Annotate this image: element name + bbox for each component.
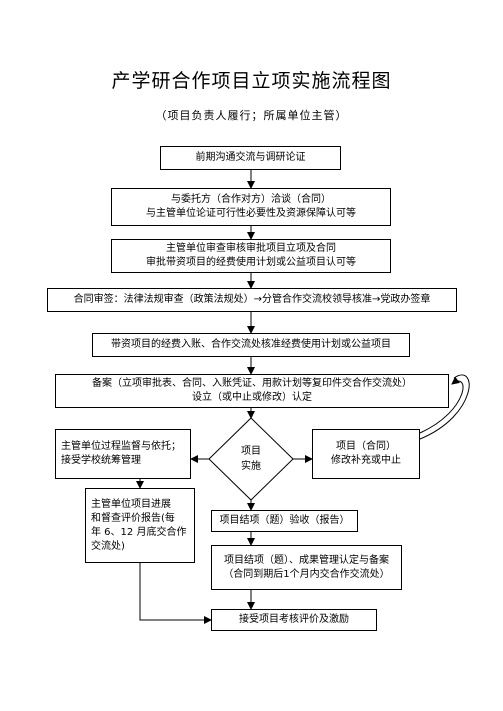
decision-diamond bbox=[208, 417, 294, 501]
box-process-supervision: 主管单位过程监督与依托； 接受学校统筹管理 bbox=[55, 429, 191, 479]
decision-line1: 项目 bbox=[241, 446, 261, 457]
step-acceptance-text: 项目结项（题）验收（报告） bbox=[219, 515, 350, 526]
step-approval: 主管单位审查审核审批项目立项及合同 审批带资项目的经费使用计划或公益项目认可等 bbox=[111, 239, 391, 273]
step-acceptance: 项目结项（题）验收（报告） bbox=[211, 510, 358, 532]
step-negotiation: 与委托方（合作对方）洽谈（合同） 与主管单位论证可行性必要性及资源保障认可等 bbox=[111, 188, 391, 226]
step-negotiation-line2: 与主管单位论证可行性必要性及资源保障认可等 bbox=[146, 208, 356, 219]
step-final-evaluation: 接受项目考核评价及激励 bbox=[211, 609, 377, 631]
step-negotiation-line1: 与委托方（合作对方）洽谈（合同） bbox=[171, 194, 331, 205]
decision-project-implementation: 项目 实施 bbox=[221, 444, 281, 474]
step-approval-line2: 审批带资项目的经费使用计划或公益项目认可等 bbox=[146, 257, 356, 268]
step-preliminary-text: 前期沟通交流与调研论证 bbox=[195, 152, 306, 163]
step-result-line1: 项目结项（题）、成果管理认定与备案 bbox=[224, 554, 389, 566]
step-filing-line2: 设立（或中止或修改）认定 bbox=[192, 392, 312, 403]
progress-report-line1: 主管单位项目进展 bbox=[91, 498, 171, 510]
arrow-feedback-curve-outer bbox=[419, 374, 470, 440]
page-subtitle: （项目负责人履行；所属单位主管） bbox=[155, 109, 348, 122]
progress-report-line3: 年 6、12 月底交合作 bbox=[91, 526, 187, 538]
step-filing-line1: 备案（立项审批表、合同、入账凭证、用款计划等复印件交合作交流处） bbox=[92, 378, 412, 389]
decision-line2: 实施 bbox=[241, 461, 261, 472]
progress-report-line2: 和督查评价报告(每 bbox=[91, 512, 175, 524]
page-title: 产学研合作项目立项实施流程图 bbox=[111, 70, 392, 92]
step-result-line2: （合同到期后1个月内交合作交流处） bbox=[223, 568, 390, 580]
box-contract-modification: 项目（合同） 修改补充或中止 bbox=[312, 429, 420, 479]
progress-report-line4: 交流处) bbox=[91, 540, 125, 552]
arrow-feedback-curve bbox=[419, 376, 464, 434]
step-filing: 备案（立项审批表、合同、入账凭证、用款计划等复印件交合作交流处） 设立（或中止或… bbox=[55, 374, 449, 408]
step-funding-entry: 带资项目的经费入账、合作交流处核准经费使用计划或公益项目 bbox=[92, 333, 410, 357]
step-funding-entry-text: 带资项目的经费入账、合作交流处核准经费使用计划或公益项目 bbox=[111, 339, 391, 350]
process-supervision-line2: 接受学校统筹管理 bbox=[61, 455, 141, 466]
contract-modification-line2: 修改补充或中止 bbox=[331, 455, 401, 466]
contract-modification-line1: 项目（合同） bbox=[336, 441, 396, 452]
arrow-progress-final bbox=[139, 563, 212, 624]
process-supervision-line1: 主管单位过程监督与依托； bbox=[61, 441, 181, 452]
step-contract-review: 合同审签：法律法规审查（政策法规处）→分管合作交流校领导核准→党政办签章 bbox=[47, 288, 457, 312]
step-approval-line1: 主管单位审查审核审批项目立项及合同 bbox=[166, 243, 336, 254]
step-final-text: 接受项目考核评价及激励 bbox=[239, 614, 349, 625]
step-result-management: 项目结项（题）、成果管理认定与备案 （合同到期后1个月内交合作交流处） bbox=[211, 545, 402, 590]
step-contract-review-text: 合同审签：法律法规审查（政策法规处）→分管合作交流校领导核准→党政办签章 bbox=[73, 294, 431, 305]
step-preliminary-communication: 前期沟通交流与调研论证 bbox=[160, 146, 341, 170]
box-progress-report: 主管单位项目进展 和督查评价报告(每 年 6、12 月底交合作 交流处) bbox=[85, 488, 195, 563]
